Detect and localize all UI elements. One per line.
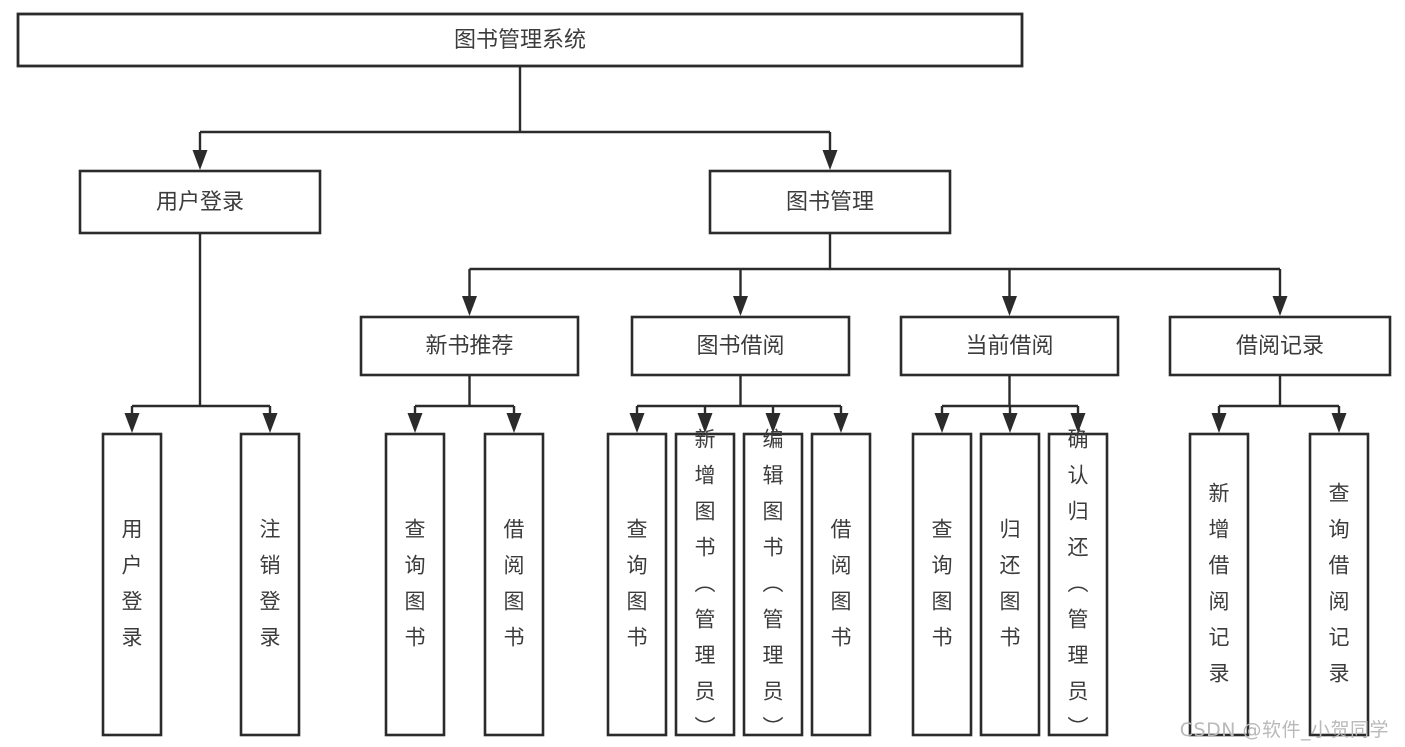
level3-node-1-box[interactable] (630, 315, 851, 377)
level2-node-0[interactable]: 用户登录 (78, 169, 322, 235)
arrow-head-icon (506, 413, 522, 433)
arrow-head-icon (1002, 413, 1018, 433)
leaf-node-borrow-2-box[interactable] (742, 432, 804, 737)
leaf-node-record-0-box[interactable] (1188, 432, 1250, 737)
arrow-head-icon (1272, 296, 1288, 316)
arrow-head-icon (124, 413, 140, 433)
arrow-head-icon (934, 413, 950, 433)
leaf-node-borrow-3-box[interactable] (810, 432, 872, 737)
level3-node-2-label: 当前借阅 (965, 334, 1053, 359)
arrow-head-icon (629, 413, 645, 433)
level3-node-2[interactable]: 当前借阅 (899, 315, 1120, 377)
leaf-node-borrow-2[interactable]: 编辑图书︵管理员︶ (742, 428, 804, 740)
leaf-node-current-1-box[interactable] (979, 432, 1041, 737)
level2-node-1-box[interactable] (708, 169, 952, 235)
leaf-node-current-0-box[interactable] (911, 432, 973, 737)
leaf-node-newbook-1[interactable]: 借阅图书 (483, 432, 545, 737)
leaf-node-current-1-label: 归还图书 (1000, 518, 1021, 650)
root-node-book-management-system-label: 图书管理系统 (454, 28, 586, 53)
root-node-book-management-system-box[interactable] (16, 12, 1024, 68)
leaf-node-record-1-box[interactable] (1308, 432, 1370, 737)
level3-node-2-box[interactable] (899, 315, 1120, 377)
arrow-head-icon (1211, 413, 1227, 433)
level3-node-3-box[interactable] (1168, 315, 1392, 377)
level3-node-0[interactable]: 新书推荐 (359, 315, 580, 377)
leaf-node-borrow-3[interactable]: 借阅图书 (810, 432, 872, 737)
arrow-head-icon (462, 296, 477, 316)
level3-node-1[interactable]: 图书借阅 (630, 315, 851, 377)
leaf-node-login-0-label: 用户登录 (122, 518, 143, 650)
leaf-node-borrow-1-label: 新增图书︵管理员︶ (695, 428, 716, 740)
arrow-head-icon (822, 150, 838, 170)
level3-node-0-box[interactable] (359, 315, 580, 377)
leaf-node-current-2-box[interactable] (1047, 432, 1109, 737)
arrow-head-icon (1002, 296, 1017, 316)
arrow-head-icon (1331, 413, 1347, 433)
level2-node-0-box[interactable] (78, 169, 322, 235)
leaf-node-newbook-0-box[interactable] (384, 432, 446, 737)
leaf-node-borrow-0-box[interactable] (606, 432, 668, 737)
arrow-head-icon (407, 413, 423, 433)
level3-node-0-label: 新书推荐 (425, 334, 513, 359)
leaf-node-record-1[interactable]: 查询借阅记录 (1308, 432, 1370, 737)
leaf-node-current-1[interactable]: 归还图书 (979, 432, 1041, 737)
leaf-node-borrow-0[interactable]: 查询图书 (606, 432, 668, 737)
leaf-node-newbook-0[interactable]: 查询图书 (384, 432, 446, 737)
level3-node-3-label: 借阅记录 (1236, 334, 1324, 359)
leaf-node-borrow-1-box[interactable] (674, 432, 736, 737)
leaf-node-current-2-label: 确认归还︵管理员︶ (1068, 428, 1089, 740)
arrow-head-icon (733, 296, 748, 316)
leaf-node-borrow-3-label: 借阅图书 (831, 518, 852, 650)
leaf-node-borrow-2-label: 编辑图书︵管理员︶ (763, 428, 784, 740)
leaf-node-login-0-box[interactable] (101, 432, 163, 737)
leaf-node-newbook-0-label: 查询图书 (405, 518, 426, 650)
arrow-head-icon (697, 413, 713, 433)
leaf-node-record-0[interactable]: 新增借阅记录 (1188, 432, 1250, 737)
level2-node-1[interactable]: 图书管理 (708, 169, 952, 235)
level3-node-1-label: 图书借阅 (696, 334, 784, 359)
nodes-layer: 图书管理系统用户登录图书管理新书推荐图书借阅当前借阅借阅记录用户登录注销登录查询… (16, 12, 1392, 740)
leaf-node-borrow-0-label: 查询图书 (627, 518, 648, 650)
leaf-node-record-1-label: 查询借阅记录 (1329, 482, 1350, 686)
arrow-head-icon (765, 413, 781, 433)
leaf-node-newbook-1-box[interactable] (483, 432, 545, 737)
arrow-head-icon (192, 150, 208, 170)
arrow-head-icon (1070, 413, 1086, 433)
level2-node-0-label: 用户登录 (156, 190, 244, 215)
level3-node-3[interactable]: 借阅记录 (1168, 315, 1392, 377)
root-node-book-management-system[interactable]: 图书管理系统 (16, 12, 1024, 68)
leaf-node-borrow-1[interactable]: 新增图书︵管理员︶ (674, 428, 736, 740)
level2-node-1-label: 图书管理 (786, 190, 874, 215)
leaf-node-login-1-box[interactable] (239, 432, 301, 737)
leaf-node-login-0[interactable]: 用户登录 (101, 432, 163, 737)
leaf-node-record-0-label: 新增借阅记录 (1209, 482, 1230, 686)
arrow-head-icon (262, 413, 278, 433)
leaf-node-login-1-label: 注销登录 (260, 518, 281, 650)
arrow-head-icon (833, 413, 849, 433)
leaf-node-current-0-label: 查询图书 (932, 518, 953, 650)
leaf-node-current-0[interactable]: 查询图书 (911, 432, 973, 737)
leaf-node-newbook-1-label: 借阅图书 (504, 518, 525, 650)
connectors-layer (124, 66, 1347, 433)
leaf-node-login-1[interactable]: 注销登录 (239, 432, 301, 737)
leaf-node-current-2[interactable]: 确认归还︵管理员︶ (1047, 428, 1109, 740)
